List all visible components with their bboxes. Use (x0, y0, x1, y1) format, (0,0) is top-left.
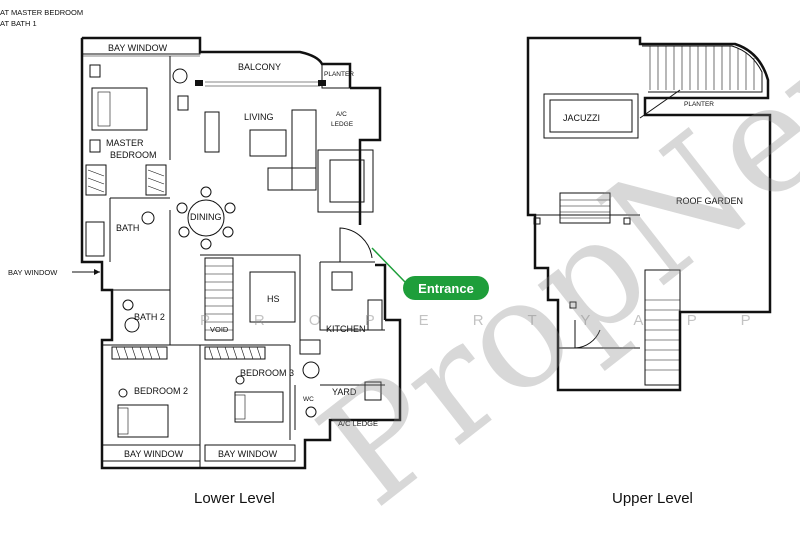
staircase (204, 257, 234, 341)
caption-lower-level: Lower Level (194, 490, 275, 507)
label-bay-window-side: BAY WINDOW (8, 268, 58, 277)
bathtub (85, 221, 105, 257)
lift-shaft (317, 149, 374, 213)
planter-box (321, 63, 351, 89)
wall-right-mid (375, 263, 387, 320)
label-ac-ledge-bottom: A/C LEDGE (338, 419, 378, 428)
lamp-icon (89, 64, 101, 78)
label-bath-2: BATH 2 (134, 312, 165, 322)
caption-upper-level: Upper Level (612, 490, 693, 507)
lower-level-plan: BAY WINDOW BALCONY PLANTER MASTER BEDROO… (8, 36, 406, 470)
household-shelter (249, 271, 296, 323)
upper-staircase (559, 192, 681, 386)
wall-right-upper (350, 86, 382, 225)
watermark: PropNex P R O P E R T Y A P P (200, 0, 800, 539)
upper-outer-wall (526, 36, 772, 392)
label-balcony: BALCONY (238, 62, 281, 72)
fridge-icon (331, 271, 353, 291)
label-void: VOID (210, 325, 229, 334)
label-roof-garden: ROOF GARDEN (676, 196, 743, 206)
label-bedroom-3: BEDROOM 3 (240, 368, 294, 378)
label-hs: HS (267, 294, 280, 304)
label-living: LIVING (244, 112, 274, 122)
label-ac-ledge-top-2: LEDGE (331, 121, 354, 128)
label-bay-window-bottom-left: BAY WINDOW (124, 449, 184, 459)
upper-planter (642, 45, 763, 93)
bedroom-3-bed (234, 391, 284, 423)
label-bath: BATH (116, 223, 139, 233)
bedroom-2-bed (117, 404, 169, 438)
label-bay-window-bottom-right: BAY WINDOW (218, 449, 278, 459)
toilet-icon (172, 68, 188, 84)
label-jacuzzi: JACUZZI (563, 113, 600, 123)
upper-level-plan: JACUZZI PLANTER ROOF GARDEN (526, 36, 772, 392)
entrance-door (339, 227, 373, 262)
washing-machine-icon (302, 361, 320, 379)
entrance-pointer (371, 247, 406, 283)
jacuzzi-tub (543, 93, 639, 139)
bay-window-bottom-left (101, 444, 201, 462)
bay-window-top (81, 37, 201, 55)
label-planter-lower: PLANTER (324, 71, 354, 78)
label-yard: YARD (332, 387, 357, 397)
label-bedroom-2: BEDROOM 2 (134, 386, 188, 396)
label-kitchen: KITCHEN (326, 324, 366, 334)
header-note-1: AT MASTER BEDROOM (0, 8, 83, 17)
label-ac-ledge-top-1: A/C (336, 111, 347, 118)
label-bay-window-top: BAY WINDOW (108, 43, 168, 53)
toilet-icon-2 (124, 317, 140, 333)
bay-window-bottom-right (204, 444, 296, 462)
label-dining: DINING (190, 212, 222, 222)
wall-outer (80, 38, 402, 470)
kitchen-hob (367, 299, 383, 331)
dining-table (176, 186, 236, 250)
label-wc: WC (303, 396, 314, 403)
master-bed (91, 87, 148, 131)
wall-hs (200, 254, 301, 345)
watermark-main: PropNex (290, 0, 800, 539)
living-furniture (204, 109, 317, 191)
master-wardrobe (85, 164, 167, 196)
bedroom-wardrobes (111, 346, 266, 360)
basin-icon (141, 211, 155, 225)
label-master-1: MASTER (106, 138, 144, 148)
watermark-sub: P R O P E R T Y A P P (200, 312, 771, 329)
entrance-badge: Entrance (403, 276, 489, 300)
wall-kitchen (319, 262, 385, 331)
header-note-2: AT BATH 1 (0, 19, 37, 28)
label-planter-upper: PLANTER (684, 101, 714, 108)
label-master-2: BEDROOM (110, 150, 157, 160)
